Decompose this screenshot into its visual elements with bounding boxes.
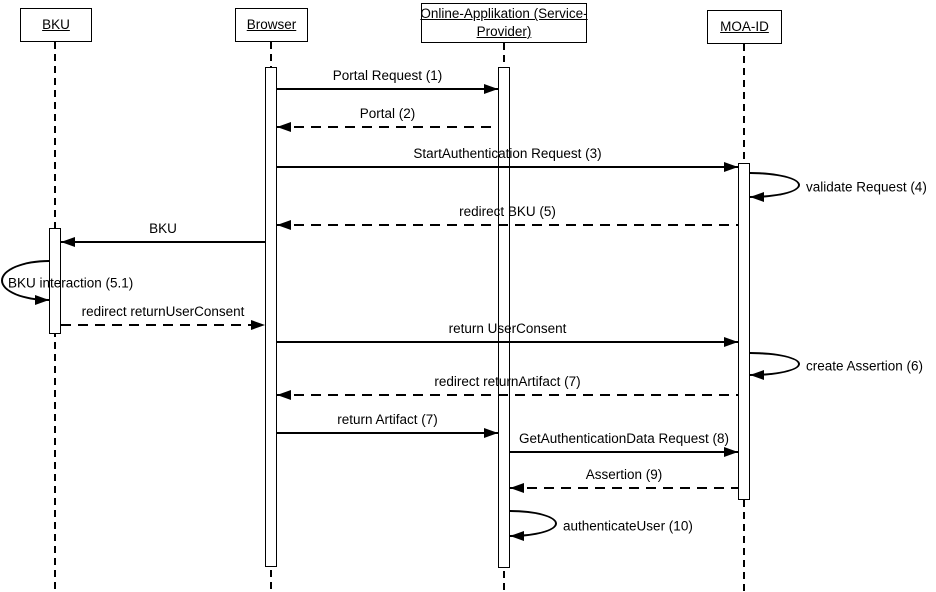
message-line [61, 241, 265, 243]
actor-label-browser: Browser [246, 17, 297, 33]
actor-label-online-app: Provider) [476, 24, 532, 39]
actor-label-online-app: Online-Applikation (Service- [420, 6, 588, 22]
message-label: Portal Request (1) [332, 68, 443, 83]
arrowhead-icon [510, 531, 524, 541]
message-line [277, 394, 738, 396]
message-label: BKU interaction (5.1) [8, 275, 134, 290]
message-line [510, 451, 738, 453]
message-label: redirect BKU (5) [459, 204, 556, 219]
message-line [277, 341, 738, 343]
message-label: GetAuthenticationData Request (8) [518, 431, 730, 446]
message-label: Assertion (9) [585, 467, 663, 482]
activation-bar-browser [265, 67, 277, 567]
message-label: authenticateUser (10) [563, 518, 693, 533]
message-label: StartAuthentication Request (3) [413, 146, 602, 161]
actor-box-moa-id: MOA-ID [707, 10, 782, 44]
arrowhead-icon [484, 428, 498, 438]
message-label: return UserConsent [448, 321, 567, 336]
activation-bar-online-app [498, 67, 510, 568]
arrowhead-icon [35, 295, 49, 305]
message-label: BKU [149, 221, 177, 236]
actor-label-bku: BKU [42, 17, 70, 33]
arrowhead-icon [484, 84, 498, 94]
activation-bar-moa-id [738, 163, 750, 500]
message-line [277, 88, 498, 90]
activation-bar-bku [49, 228, 61, 334]
message-label: redirect returnArtifact (7) [434, 374, 581, 389]
arrowhead-icon [724, 337, 738, 347]
arrowhead-icon [510, 483, 524, 493]
message-line [277, 126, 498, 128]
arrowhead-icon [750, 192, 764, 202]
arrowhead-icon [277, 220, 291, 230]
message-line [277, 166, 738, 168]
actor-box-bku: BKU [20, 8, 92, 42]
message-line [277, 224, 738, 226]
arrowhead-icon [724, 447, 738, 457]
arrowhead-icon [277, 390, 291, 400]
actor-label-moa-id: MOA-ID [720, 19, 769, 35]
arrowhead-icon [277, 122, 291, 132]
message-label: validate Request (4) [806, 179, 927, 195]
arrowhead-icon [724, 162, 738, 172]
message-label: create Assertion (6) [806, 358, 924, 374]
arrowhead-icon [750, 370, 764, 380]
actor-box-browser: Browser [235, 8, 308, 42]
message-line [277, 432, 498, 434]
message-label: redirect returnUserConsent [81, 304, 245, 319]
message-label: Portal (2) [359, 106, 416, 121]
message-line [510, 487, 738, 489]
actor-box-online-app: Online-Applikation (Service- Provider) [420, 3, 588, 43]
arrowhead-icon [251, 320, 265, 330]
message-line [61, 324, 265, 326]
arrowhead-icon [61, 237, 75, 247]
message-label: return Artifact (7) [337, 412, 438, 427]
